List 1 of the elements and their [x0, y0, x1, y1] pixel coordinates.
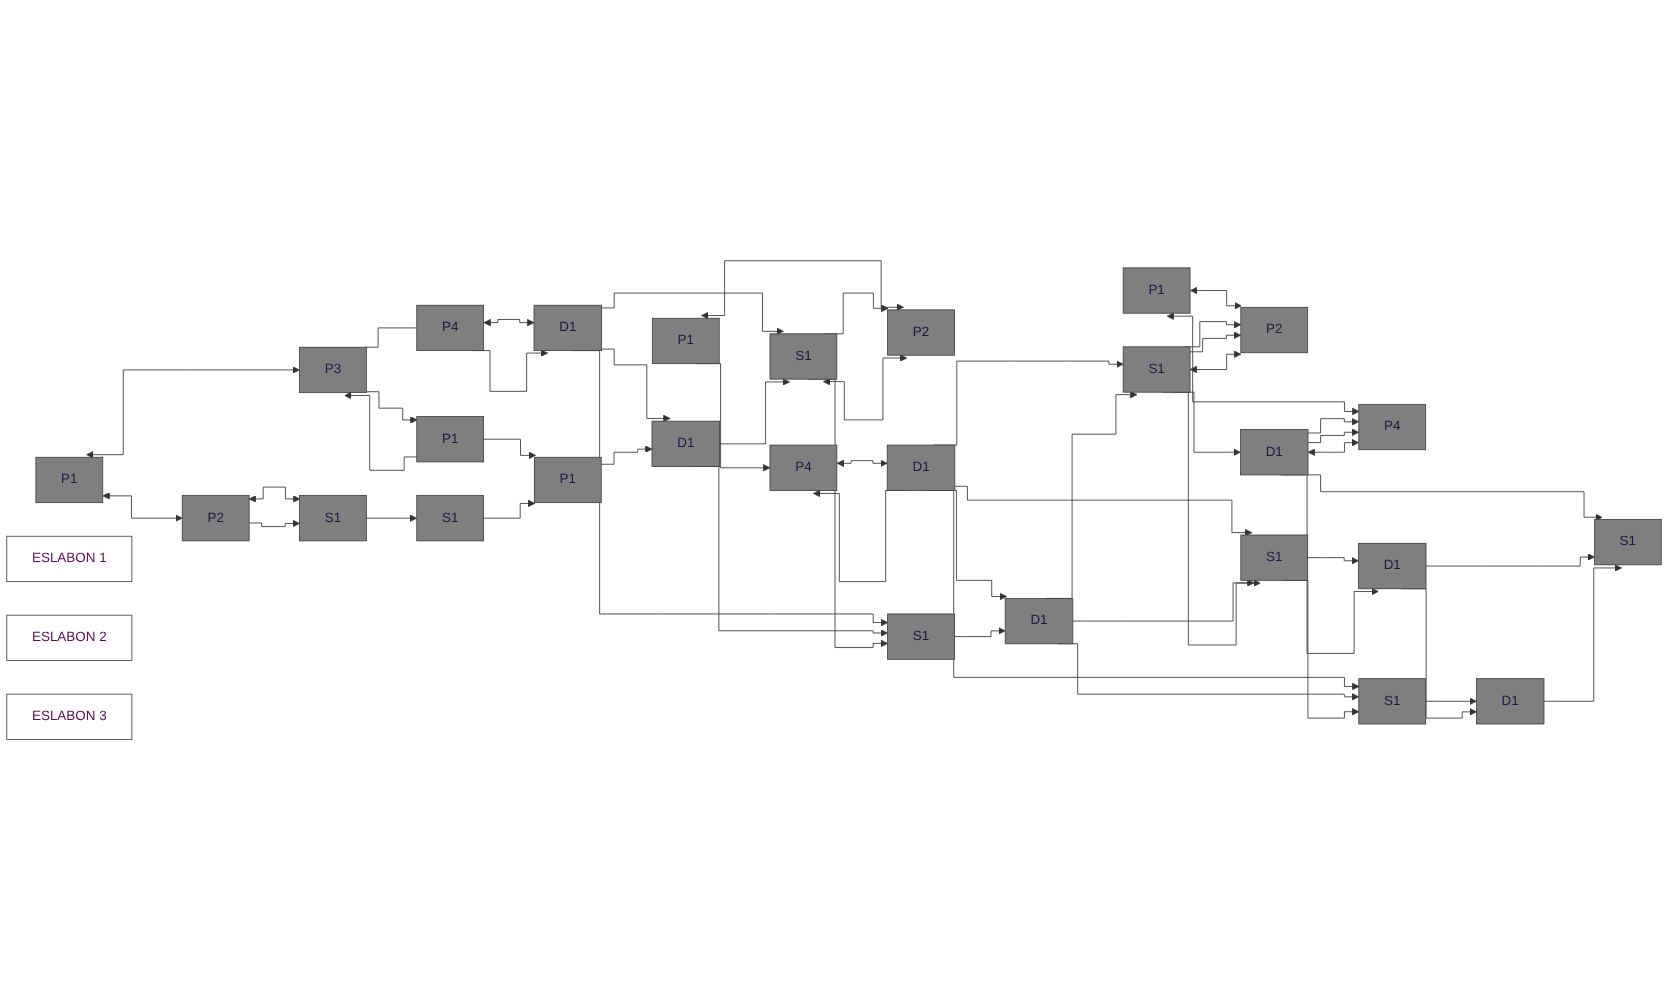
connector — [364, 327, 418, 348]
